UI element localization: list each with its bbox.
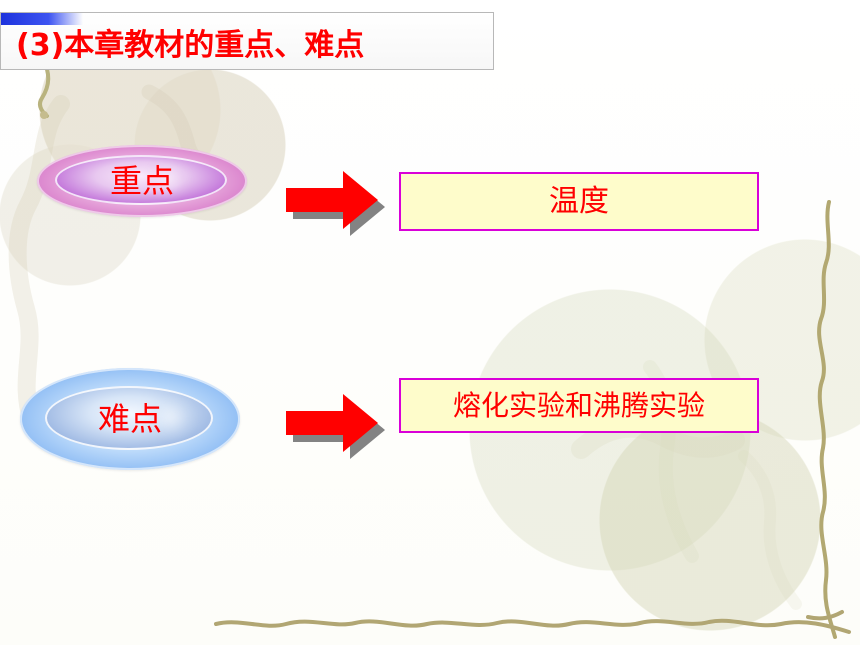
- title-banner: (3)本章教材的重点、难点: [0, 12, 495, 70]
- difficulty-content-box: 熔化实验和沸腾实验: [399, 378, 759, 433]
- right-arrow-icon: [286, 394, 385, 459]
- difficulty-label-oval: 难点: [20, 368, 240, 470]
- title-box: (3)本章教材的重点、难点: [0, 12, 494, 70]
- title-accent-bar: [1, 13, 83, 25]
- difficulty-content-text: 熔化实验和沸腾实验: [452, 388, 705, 422]
- highlight-label-oval: 重点: [37, 145, 247, 217]
- highlight-label: 重点: [109, 162, 174, 200]
- slide-title: (3)本章教材的重点、难点: [16, 28, 365, 63]
- difficulty-label: 难点: [97, 400, 162, 438]
- highlight-content-text: 温度: [549, 183, 609, 219]
- highlight-content-box: 温度: [399, 172, 759, 231]
- right-arrow-icon: [286, 171, 385, 236]
